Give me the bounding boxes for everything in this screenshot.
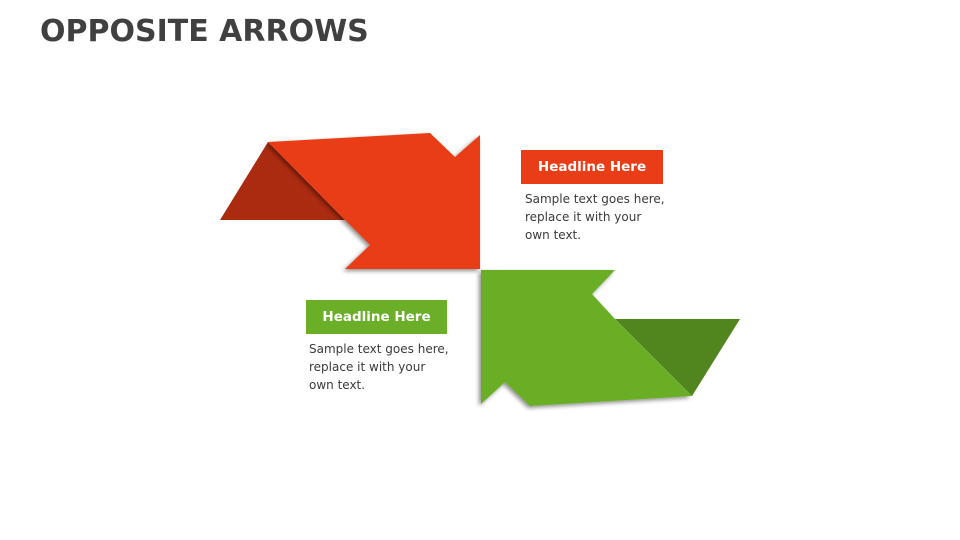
red-arrow <box>220 133 480 269</box>
green-arrow <box>481 270 740 406</box>
green-headline: Headline Here <box>322 309 431 325</box>
red-arrow-fold <box>220 142 345 220</box>
green-arrow-body <box>481 270 692 406</box>
red-headline-box: Headline Here <box>521 150 663 184</box>
red-body-text: Sample text goes here, replace it with y… <box>525 192 665 242</box>
green-body-text: Sample text goes here, replace it with y… <box>309 342 449 392</box>
green-headline-box: Headline Here <box>306 300 447 334</box>
red-headline: Headline Here <box>537 159 647 175</box>
page-title: OPPOSITE ARROWS <box>40 14 369 49</box>
red-arrow-body <box>268 133 480 269</box>
green-arrow-fold <box>615 319 740 396</box>
